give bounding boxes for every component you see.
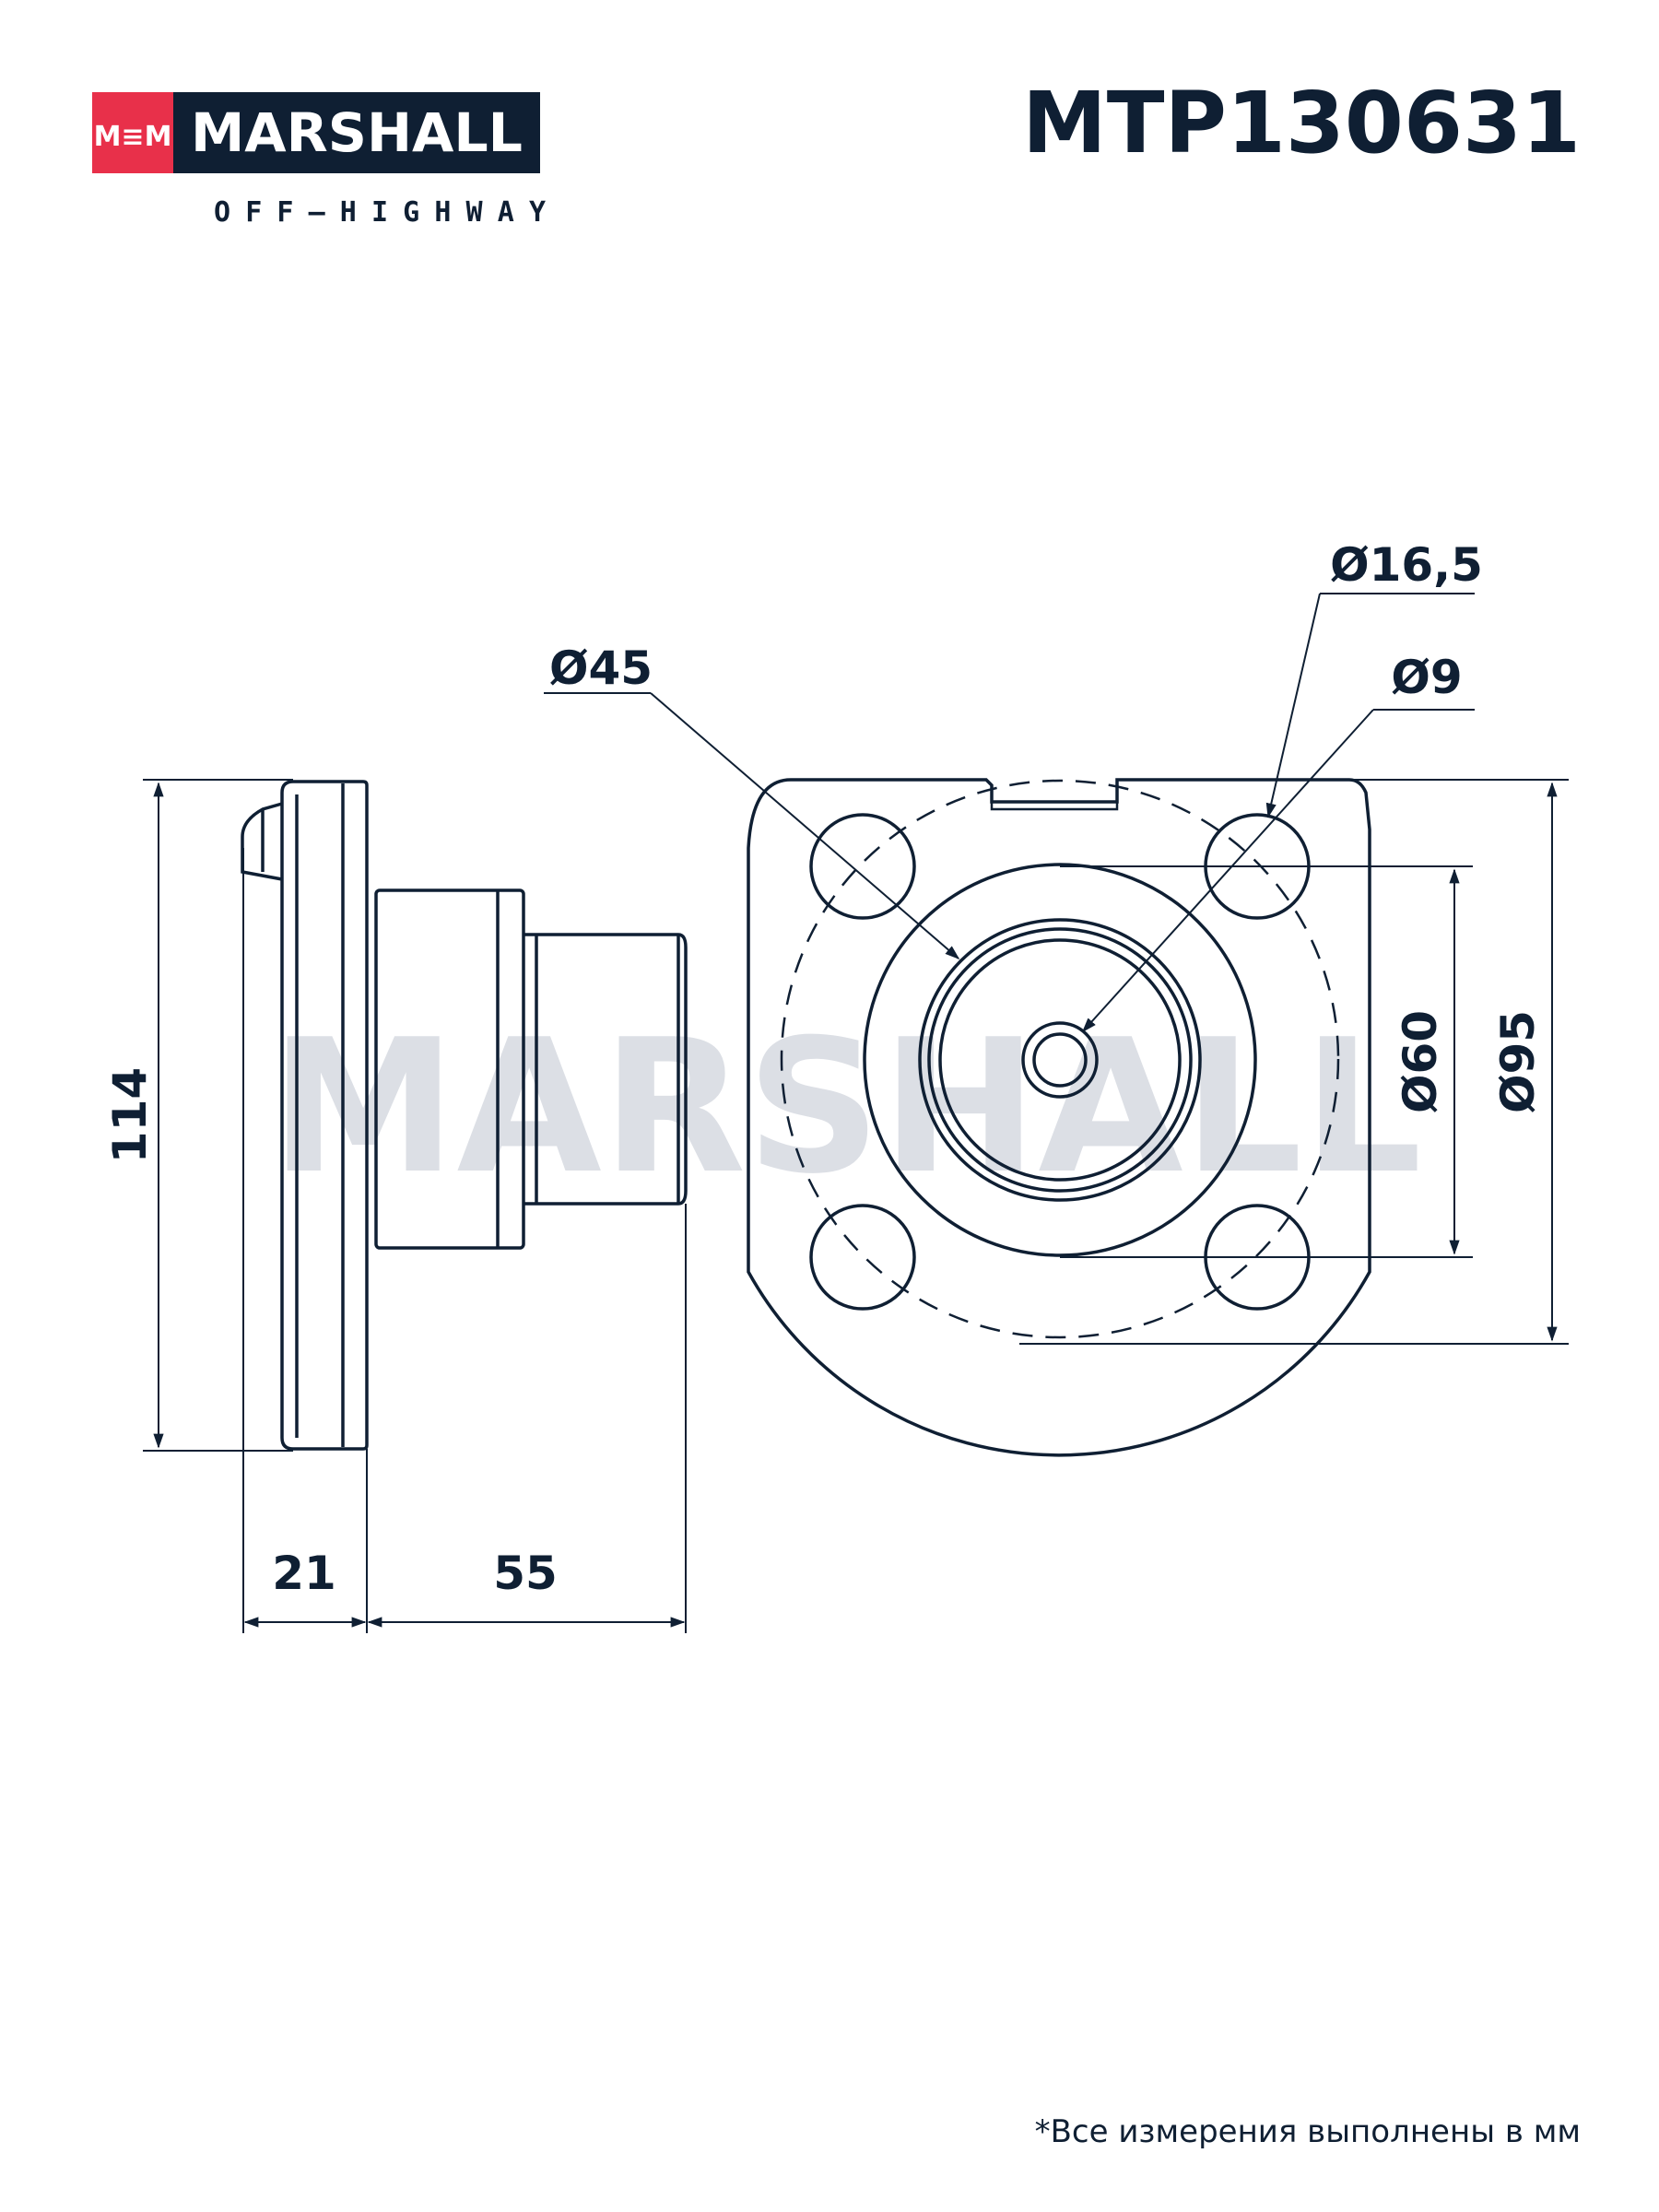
dim-45-leader (650, 692, 960, 960)
logo-name-box (173, 92, 540, 173)
logo-mark-icon: M≡M (94, 121, 172, 153)
dim-60-label: Ø60 (1394, 1010, 1447, 1113)
dimension-lines (143, 593, 1569, 1633)
hub-side (374, 888, 525, 1250)
hole-bottom-left (809, 1204, 916, 1311)
footnote: *Все измерения выполнены в мм (1035, 2113, 1581, 2150)
shaft-side (524, 933, 688, 1206)
flange-outline (747, 778, 1371, 1457)
hole-top-left (809, 813, 916, 920)
dim-16-5-leader (1265, 593, 1321, 818)
flange-notch (990, 802, 1119, 811)
watermark: MARSHALL (270, 1000, 1422, 1215)
hub-bore (938, 938, 1182, 1182)
part-number: MTP130631 (1022, 74, 1581, 172)
brand-name: MARSHALL (191, 101, 523, 164)
brand-tagline: OFF–HIGHWAY (214, 196, 546, 229)
dim-95-label: Ø95 (1491, 1010, 1545, 1113)
dim-114-label: 114 (103, 1067, 157, 1163)
center-hole-inner (1032, 1032, 1088, 1088)
dim-9-leader (1081, 709, 1374, 1033)
brand-logo: M≡M MARSHALL OFF–HIGHWAY (92, 92, 546, 229)
dim-45-label: Ø45 (549, 641, 653, 695)
hub-ring-2 (927, 927, 1193, 1193)
logo-mark-box (92, 92, 173, 173)
dim-9-label: Ø9 (1391, 651, 1462, 704)
center-hole-outer (1021, 1021, 1099, 1099)
side-view (241, 780, 688, 1451)
hub-outer (863, 863, 1257, 1257)
bolt-circle (780, 779, 1340, 1339)
dim-55-label: 55 (493, 1547, 558, 1600)
dim-21-label: 21 (272, 1547, 336, 1600)
dimension-labels: 114 21 55 Ø45 Ø16,5 Ø9 Ø60 Ø95 (103, 538, 1545, 1600)
dim-16-5-label: Ø16,5 (1330, 538, 1483, 592)
hub-ring-1 (918, 918, 1202, 1202)
flange-side (280, 780, 369, 1451)
